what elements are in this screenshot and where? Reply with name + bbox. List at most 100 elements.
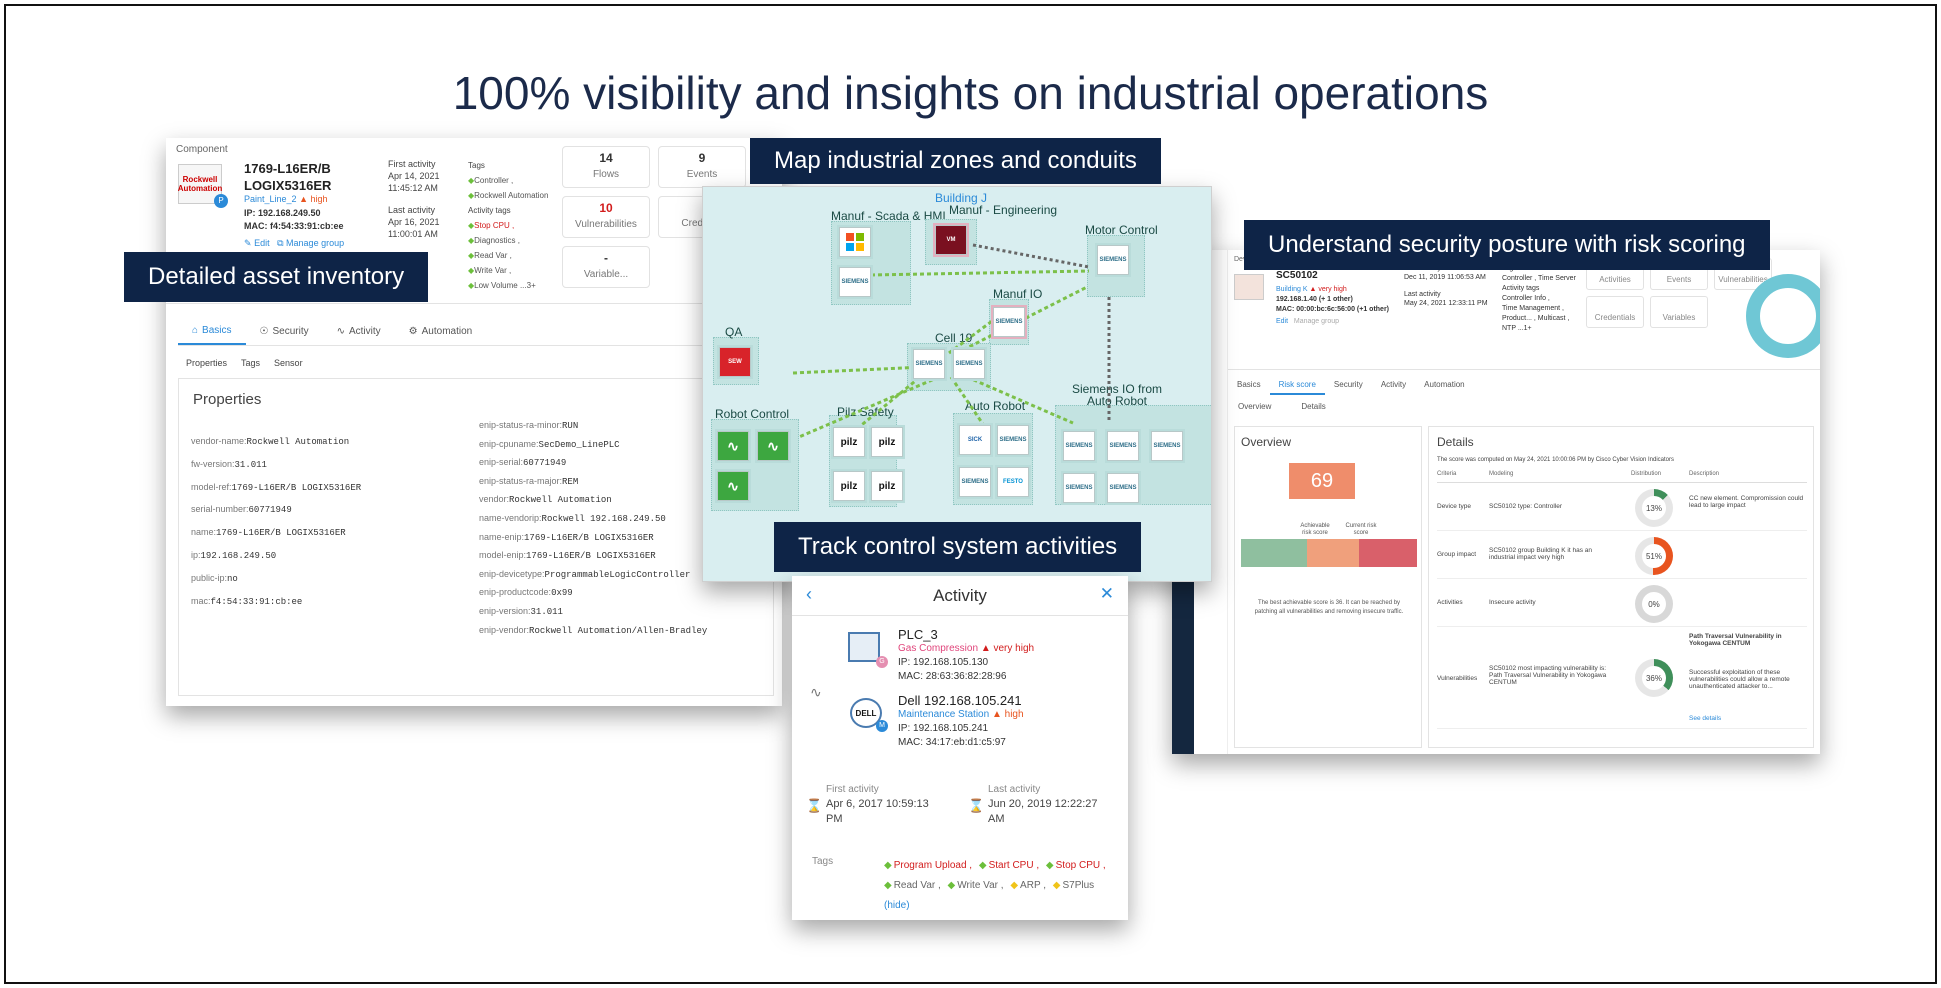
risk-manage-group-link[interactable]: Manage group <box>1293 318 1340 325</box>
subtab-tags[interactable]: Tags <box>241 358 261 368</box>
property-key: vendor: <box>479 494 510 505</box>
map-node-pilz-c[interactable]: pilz <box>833 471 865 501</box>
device1-group[interactable]: Gas Compression <box>898 643 979 654</box>
map-node-siemens-io-d[interactable]: SIEMENS <box>1063 473 1095 503</box>
subtab-sensor[interactable]: Sensor <box>274 358 303 368</box>
asset-type-badge: P <box>214 194 228 208</box>
tab-security[interactable]: ☉Security <box>246 318 323 345</box>
back-chevron-icon[interactable]: ‹ <box>806 584 812 604</box>
risk-tab-automation[interactable]: Automation <box>1424 380 1465 389</box>
map-node-windows[interactable] <box>839 227 871 257</box>
device1-name: PLC_3 <box>898 627 938 642</box>
manage-group-icon: ⧉ <box>277 238 284 248</box>
risk-tab-basics[interactable]: Basics <box>1237 380 1261 389</box>
property-key: name: <box>191 527 217 538</box>
zone-manuf-io-label: Manuf IO <box>993 287 1043 301</box>
col-modeling: Modeling <box>1489 471 1514 477</box>
callout-asset-inventory: Detailed asset inventory <box>124 252 429 302</box>
property-row: name-vendorip:Rockwell 192.168.249.50 <box>479 510 707 529</box>
map-node-robot-c[interactable]: ∿ <box>717 471 749 501</box>
map-node-cell19-b[interactable]: SIEMENS <box>953 349 985 379</box>
property-key: name-enip: <box>479 531 525 542</box>
map-node-manuf-io[interactable]: SIEMENS <box>993 307 1025 337</box>
risk-tab-security[interactable]: Security <box>1333 380 1363 389</box>
subtab-properties[interactable]: Properties <box>186 358 228 368</box>
edit-link[interactable]: Edit <box>254 238 270 248</box>
map-node-robot-b[interactable]: ∿ <box>757 431 789 461</box>
map-node-auto-b[interactable]: SIEMENS <box>997 425 1029 455</box>
asset-mac: MAC: f4:54:33:91:cb:ee <box>244 221 344 231</box>
map-node-auto-c[interactable]: SIEMENS <box>959 467 991 497</box>
hide-tags-link[interactable]: (hide) <box>884 900 910 911</box>
shield-icon: ☉ <box>259 326 269 337</box>
col-description: Description <box>1689 471 1720 477</box>
map-node-pilz-b[interactable]: pilz <box>871 427 903 457</box>
col-distribution: Distribution <box>1631 471 1662 477</box>
asset-group-line: Paint_Line_2 ▲ high <box>244 194 328 204</box>
activity-tag-item: Stop CPU , <box>468 218 568 233</box>
map-node-siemens-io-c[interactable]: SIEMENS <box>1151 431 1183 461</box>
risk-device-group[interactable]: Building K <box>1276 286 1308 293</box>
risk-variables-stat[interactable]: Variables <box>1650 296 1708 328</box>
device2-group[interactable]: Maintenance Station <box>898 709 990 720</box>
tab-basics[interactable]: ⌂Basics <box>178 318 246 345</box>
property-key: model-ref: <box>191 481 232 492</box>
risk-tag: Product... , Multicast , <box>1502 315 1570 322</box>
property-row: ip:192.168.249.50 <box>191 545 361 568</box>
activity-tag-item: Write Var , <box>468 263 568 278</box>
see-details-link[interactable]: See details <box>1689 715 1722 722</box>
map-node-pilz-d[interactable]: pilz <box>871 471 903 501</box>
property-row: vendor-name:Rockwell Automation <box>191 431 361 454</box>
map-node-festo[interactable]: FESTO <box>997 467 1029 497</box>
building-label: Building J <box>935 191 988 205</box>
map-node-cell19-a[interactable]: SIEMENS <box>913 349 945 379</box>
device-plc3[interactable]: PLC_3 Gas Compression ▲ very high IP: 19… <box>898 628 1034 684</box>
zone-cell-19-label: Cell 19 <box>935 331 973 345</box>
map-node-pilz-a[interactable]: pilz <box>833 427 865 457</box>
risk-tab-activity[interactable]: Activity <box>1380 380 1407 389</box>
credentials-label: Creden... <box>681 218 722 229</box>
property-row: enip-version:31.011 <box>479 603 707 622</box>
risk-tab-risk-score[interactable]: Risk score <box>1269 376 1325 395</box>
properties-box: Properties vendor-name:Rockwell Automati… <box>178 378 774 696</box>
details-subtitle: The score was computed on May 24, 2021 1… <box>1437 457 1675 463</box>
callout-zone-map: Map industrial zones and conduits <box>750 138 1161 184</box>
map-node-sew[interactable]: SEW <box>719 347 751 377</box>
property-key: model-enip: <box>479 550 527 561</box>
tab-automation[interactable]: ⚙Automation <box>395 318 487 345</box>
risk-credentials-label: Credentials <box>1594 313 1636 322</box>
map-node-siemens[interactable]: SIEMENS <box>839 267 871 297</box>
map-node-siemens-io-e[interactable]: SIEMENS <box>1107 473 1139 503</box>
tag-item: Rockwell Automation <box>468 188 568 203</box>
score-bar-medium <box>1307 539 1359 567</box>
map-node-vm[interactable]: VM <box>935 225 967 255</box>
risk-subtab-overview[interactable]: Overview <box>1238 402 1272 411</box>
variables-stat[interactable]: -Variable... <box>562 246 650 288</box>
risk-subtab-details[interactable]: Details <box>1301 402 1326 411</box>
risk-edit-link[interactable]: Edit <box>1276 318 1289 325</box>
map-node-sick[interactable]: SICK <box>959 425 991 455</box>
map-node-robot-a[interactable]: ∿ <box>717 431 749 461</box>
device2-name: Dell 192.168.105.241 <box>898 693 1022 708</box>
asset-group-link[interactable]: Paint_Line_2 <box>244 194 297 204</box>
manage-group-link[interactable]: Manage group <box>286 238 345 248</box>
map-node-siemens-io-a[interactable]: SIEMENS <box>1063 431 1095 461</box>
property-row: serial-number:60771949 <box>191 499 361 522</box>
tab-activity[interactable]: ∿Activity <box>323 318 395 345</box>
property-row: model-ref:1769-L16ER/B LOGIX5316ER <box>191 477 361 500</box>
device-dell[interactable]: Dell 192.168.105.241 Maintenance Station… <box>898 694 1024 750</box>
map-node-motor[interactable]: SIEMENS <box>1097 245 1129 275</box>
close-icon[interactable]: ✕ <box>1099 584 1114 603</box>
hourglass-icon: ⌛ <box>806 798 823 813</box>
col-criteria: Criteria <box>1437 471 1457 477</box>
risk-credentials-stat[interactable]: Credentials <box>1586 296 1644 328</box>
distribution-donut: 36% <box>1635 659 1673 697</box>
row-modeling: Insecure activity <box>1489 599 1536 606</box>
map-node-siemens-io-b[interactable]: SIEMENS <box>1107 431 1139 461</box>
row-criteria: Activities <box>1437 599 1463 606</box>
first-activity: First activity Apr 6, 2017 10:59:13 PM <box>826 782 946 827</box>
